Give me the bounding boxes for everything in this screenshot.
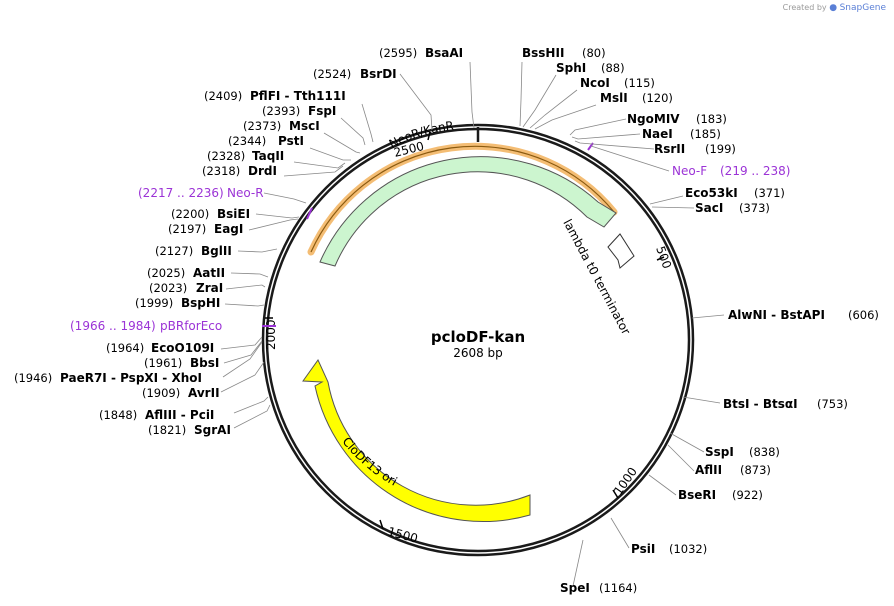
site-name-bsphi[interactable]: BspHI (181, 296, 220, 310)
site-pos-alwni: (606) (848, 308, 879, 322)
site-pos-bsrdi: (2524) (313, 67, 351, 81)
terminator-feature[interactable]: lambda t0 terminator (560, 217, 635, 337)
neor-feature[interactable]: NeoR/KanR (307, 119, 618, 267)
site-pos-rsrii: (199) (705, 142, 736, 156)
site-name-bglii[interactable]: BglII (201, 244, 232, 258)
site-name-avrii[interactable]: AvrII (188, 386, 220, 400)
snapgene-watermark: Created by ● SnapGene (783, 3, 886, 13)
site-pos-psii: (1032) (669, 542, 707, 556)
primer-range-neof: (219 .. 238) (720, 164, 790, 178)
site-pos-msci: (2373) (243, 119, 281, 133)
site-name-msci[interactable]: MscI (289, 119, 320, 133)
leader-lines (220, 61, 725, 587)
site-pos-ncoi: (115) (624, 76, 655, 90)
primer-name-pbrforeco[interactable]: pBRforEco (160, 319, 222, 333)
site-pos-drdi: (2318) (202, 164, 240, 178)
primer-range-neor: (2217 .. 2236) (138, 186, 224, 200)
site-name-drdi[interactable]: DrdI (248, 164, 277, 178)
site-name-psii[interactable]: PsiI (631, 542, 655, 556)
tick-label-500: 500 (653, 244, 674, 270)
primer-name-neof[interactable]: Neo-F (672, 164, 707, 178)
site-name-taqii[interactable]: TaqII (252, 149, 284, 163)
site-pos-eco0109i: (1964) (106, 341, 144, 355)
ori-arrow[interactable] (302, 359, 531, 522)
site-name-alwni[interactable]: AlwNI - BstAPI (728, 308, 825, 322)
site-name-zrai[interactable]: ZraI (196, 281, 223, 295)
site-pos-sgrai: (1821) (148, 423, 186, 437)
site-pos-pflfi: (2409) (204, 89, 242, 103)
site-pos-sphi: (88) (601, 61, 625, 75)
site-pos-taqii: (2328) (207, 149, 245, 163)
site-name-sspi[interactable]: SspI (705, 445, 734, 459)
site-pos-bseri: (922) (732, 488, 763, 502)
site-pos-fspi: (2393) (262, 104, 300, 118)
site-name-psti[interactable]: PstI (278, 134, 304, 148)
site-name-pflfi[interactable]: PflFI - Tth111I (250, 89, 346, 103)
site-name-bseri[interactable]: BseRI (678, 488, 716, 502)
site-name-afliii[interactable]: AflIII - PciI (145, 408, 214, 422)
site-name-btsi[interactable]: BtsI - BtsαI (723, 397, 798, 411)
site-name-saci[interactable]: SacI (695, 201, 723, 215)
site-pos-aatii: (2025) (147, 266, 185, 280)
site-pos-paer7i: (1946) (14, 371, 52, 385)
site-name-aflii[interactable]: AflII (695, 463, 722, 477)
site-pos-saci: (373) (739, 201, 770, 215)
site-name-sphi[interactable]: SphI (556, 61, 586, 75)
site-pos-afliii: (1848) (99, 408, 137, 422)
site-pos-bsshii: (80) (582, 46, 606, 60)
site-pos-ngomiv: (183) (696, 112, 727, 126)
site-name-paer7i[interactable]: PaeR7I - PspXI - XhoI (60, 371, 202, 385)
plasmid-size: 2608 bp (453, 346, 503, 360)
site-pos-bglii: (2127) (155, 244, 193, 258)
primer-name-neor[interactable]: Neo-R (227, 186, 264, 200)
site-name-bsshii[interactable]: BssHII (522, 46, 564, 60)
snapgene-logo-icon: ● (829, 3, 838, 13)
watermark-brand: SnapGene (839, 3, 886, 13)
ori-label: CloDF13 ori (340, 434, 400, 488)
site-pos-eagi: (2197) (168, 222, 206, 236)
plasmid-name: pcloDF-kan (431, 328, 525, 346)
watermark-prefix: Created by (782, 3, 827, 12)
site-pos-bbsi: (1961) (144, 356, 182, 370)
site-name-bsiei[interactable]: BsiEI (217, 207, 250, 221)
site-pos-btsi: (753) (817, 397, 848, 411)
site-pos-avrii: (1909) (142, 386, 180, 400)
site-name-bsrdi[interactable]: BsrDI (360, 67, 397, 81)
site-name-fspi[interactable]: FspI (308, 104, 336, 118)
site-pos-sspi: (838) (749, 445, 780, 459)
site-pos-psti: (2344) (228, 134, 266, 148)
site-pos-aflii: (873) (740, 463, 771, 477)
tick-label-2000: 2000 (264, 319, 278, 350)
site-name-naei[interactable]: NaeI (642, 127, 673, 141)
site-name-eco0109i[interactable]: EcoO109I (151, 341, 214, 355)
site-pos-bsaai: (2595) (379, 46, 417, 60)
site-pos-bsphi: (1999) (135, 296, 173, 310)
site-pos-spei: (1164) (599, 581, 637, 595)
site-pos-eco53ki: (371) (754, 186, 785, 200)
site-name-eagi[interactable]: EagI (214, 222, 243, 236)
site-name-msli[interactable]: MslI (600, 91, 628, 105)
site-name-aatii[interactable]: AatII (193, 266, 225, 280)
site-pos-msli: (120) (642, 91, 673, 105)
site-name-bsaai[interactable]: BsaAI (425, 46, 463, 60)
site-pos-bsiei: (2200) (171, 207, 209, 221)
site-name-spei[interactable]: SpeI (560, 581, 590, 595)
site-name-eco53ki[interactable]: Eco53kI (685, 186, 738, 200)
neor-arrow[interactable] (319, 156, 617, 267)
terminator-label: lambda t0 terminator (560, 217, 633, 337)
site-pos-naei: (185) (690, 127, 721, 141)
site-labels: (2595) BsaAI BssHII (80) SphI (88) NcoI … (14, 46, 879, 595)
site-name-sgrai[interactable]: SgrAI (194, 423, 231, 437)
site-name-rsrii[interactable]: RsrII (654, 142, 685, 156)
site-name-ngomiv[interactable]: NgoMIV (627, 112, 680, 126)
site-pos-zrai: (2023) (149, 281, 187, 295)
primer-range-pbrforeco: (1966 .. 1984) (70, 319, 156, 333)
site-name-ncoi[interactable]: NcoI (580, 76, 610, 90)
site-name-bbsi[interactable]: BbsI (190, 356, 219, 370)
plasmid-backbone (261, 123, 695, 557)
